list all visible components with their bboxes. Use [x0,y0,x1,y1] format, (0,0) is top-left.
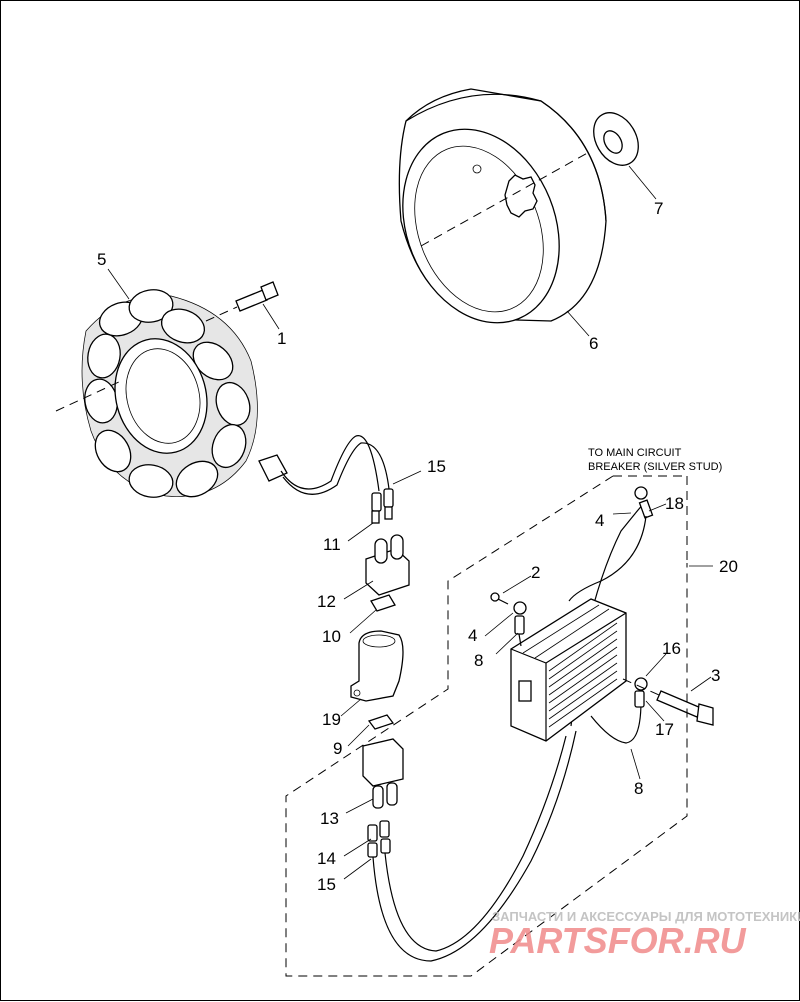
circuit-breaker-note: TO MAIN CIRCUIT BREAKER (SILVER STUD) [588,447,722,473]
callout-5: 5 [97,250,106,269]
stator-lead [258,435,394,524]
voltage-regulator [510,598,627,742]
rotor [398,88,607,324]
callout-17: 17 [655,720,674,739]
note-line-2: BREAKER (SILVER STUD) [588,461,722,473]
callout-16: 16 [662,639,681,658]
washer [593,112,639,166]
watermark: ЗАПЧАСТИ И АКСЕССУАРЫ ДЛЯ МОТОТЕХНИКИ PA… [489,909,800,961]
callout-7: 7 [654,199,663,218]
connector-housing [365,534,410,596]
terminal-lock-10 [370,594,396,612]
callout-4-lower: 4 [468,626,477,645]
regulator-terminals [367,820,391,858]
ground-lead [513,486,654,708]
callout-1: 1 [277,329,286,348]
callout-8-lower: 8 [634,779,643,798]
callout-10: 10 [322,627,341,646]
callout-11: 11 [323,535,341,554]
stator-screw [205,281,279,322]
regulator-leads [372,500,647,962]
callout-19: 19 [322,710,341,729]
callout-2: 2 [531,563,540,582]
callout-labels: 5 1 6 7 15 11 12 10 19 9 13 14 15 2 4 8 … [97,199,738,894]
callout-8-upper: 8 [474,651,483,670]
kit-outline [285,475,688,977]
callout-4-upper: 4 [595,511,604,530]
callout-3: 3 [711,666,720,685]
callout-20: 20 [719,557,738,576]
watermark-logo: PARTSFOR.RU [489,920,747,961]
callout-13: 13 [320,809,339,828]
terminal-lock-9 [367,714,395,730]
leader-lines [107,165,713,880]
note-line-1: TO MAIN CIRCUIT [588,447,682,459]
regulator-bolt [622,678,714,726]
callout-15-top: 15 [427,457,446,476]
stator [55,289,258,498]
connector-receptacle [362,738,404,809]
callout-6: 6 [589,334,598,353]
callout-18: 18 [665,494,684,513]
connector-boot [350,630,404,702]
callout-9: 9 [333,739,342,758]
regulator-screw [490,592,509,605]
callout-14: 14 [317,849,336,868]
watermark-tagline: ЗАПЧАСТИ И АКСЕССУАРЫ ДЛЯ МОТОТЕХНИКИ [492,909,800,924]
callout-12: 12 [317,592,336,611]
callout-15-bottom: 15 [317,875,336,894]
